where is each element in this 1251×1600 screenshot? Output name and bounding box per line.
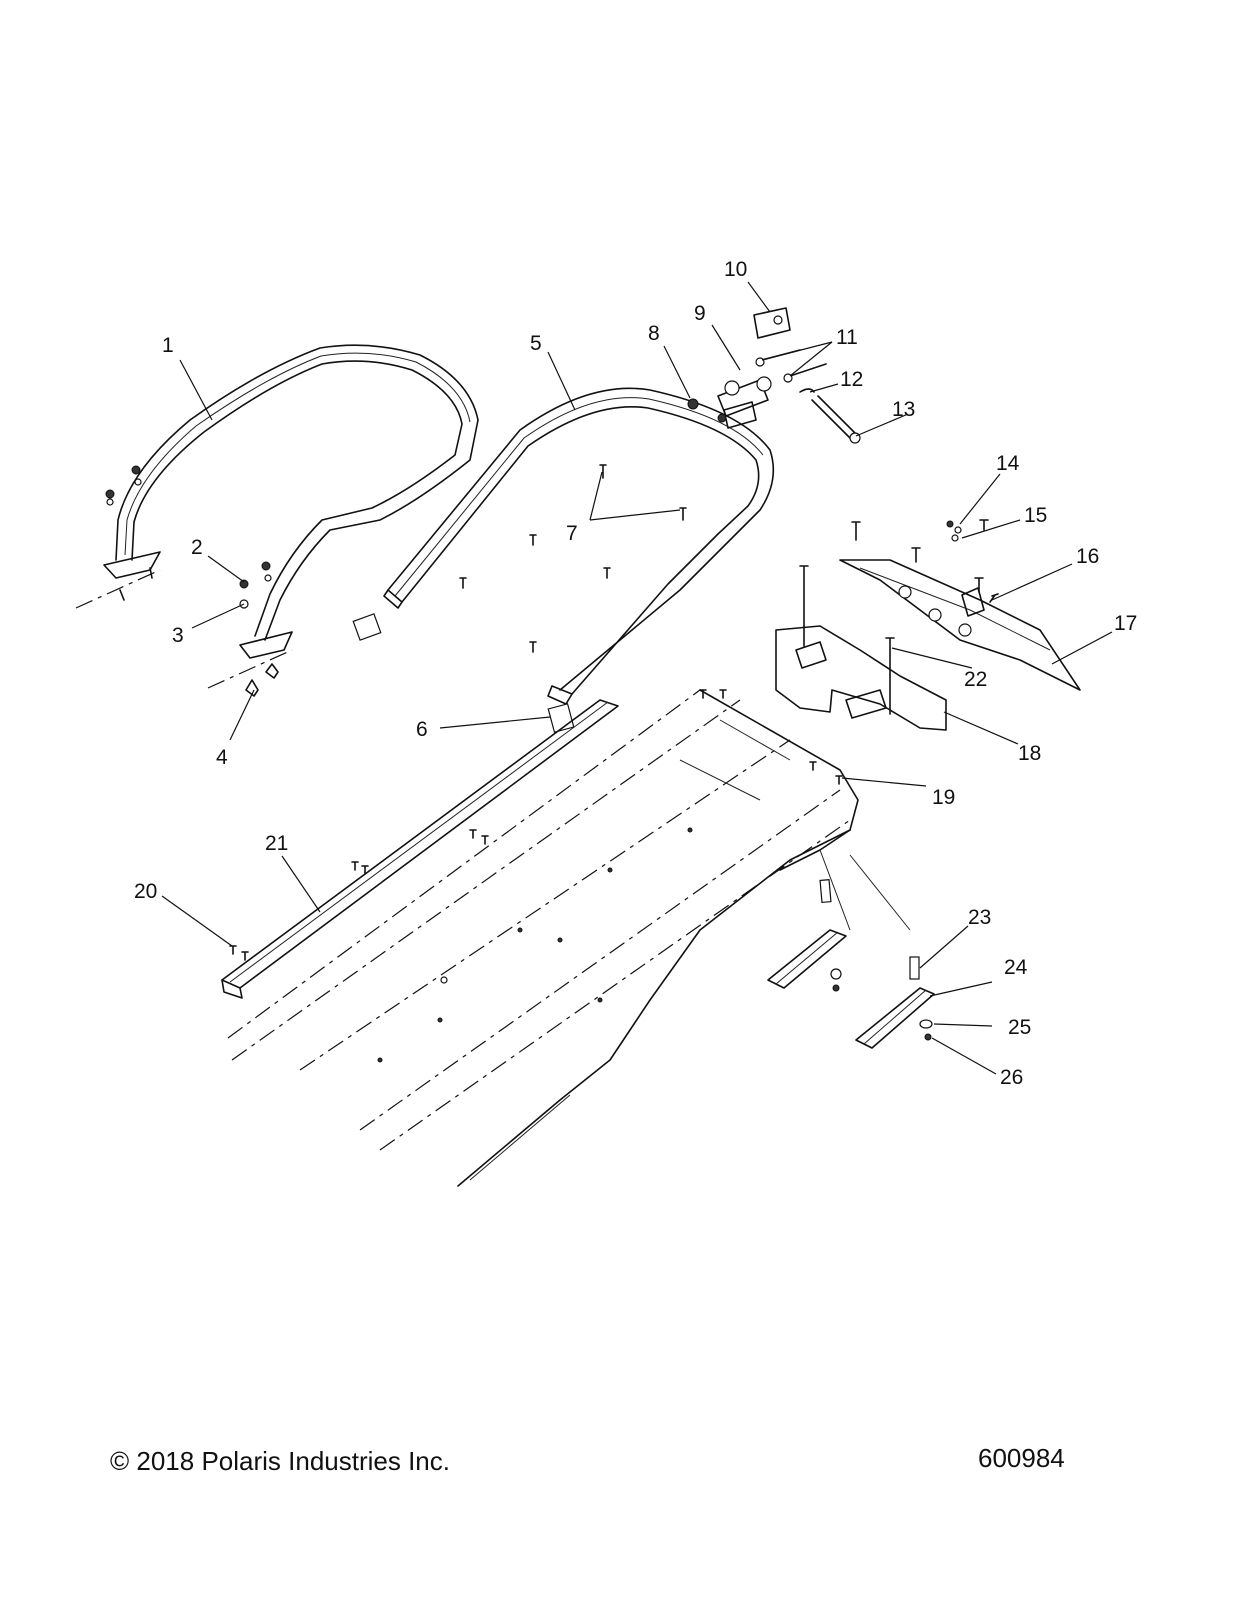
callout-5: 5 — [530, 332, 542, 355]
callout-8: 8 — [648, 322, 660, 345]
copyright-notice: © 2018 Polaris Industries Inc. — [110, 1446, 450, 1476]
callout-17: 17 — [1114, 612, 1137, 635]
callout-14: 14 — [996, 452, 1020, 475]
callout-2: 2 — [191, 536, 203, 559]
callout-9: 9 — [694, 302, 706, 325]
callout-26: 26 — [1000, 1066, 1023, 1089]
callout-10: 10 — [724, 258, 747, 281]
tunnel-deck — [227, 689, 911, 1187]
side-rail — [221, 699, 619, 999]
callout-19: 19 — [932, 786, 955, 809]
callout-3: 3 — [172, 624, 184, 647]
diagram-number: 600984 — [978, 1443, 1065, 1473]
callout-20: 20 — [134, 880, 157, 903]
callout-24: 24 — [1004, 956, 1028, 979]
runner-right — [855, 956, 935, 1049]
callout-23: 23 — [968, 906, 991, 929]
callout-6: 6 — [416, 718, 428, 741]
alignment-lines — [75, 569, 293, 689]
callout-labels: 1 2 3 4 5 6 7 8 9 10 11 12 13 14 15 16 1… — [134, 258, 1137, 1089]
callout-7: 7 — [566, 522, 578, 545]
callout-18: 18 — [1018, 742, 1041, 765]
callout-21: 21 — [265, 832, 288, 855]
callout-22: 22 — [964, 668, 987, 691]
leader-lines — [161, 281, 1113, 1075]
callout-4: 4 — [216, 746, 228, 769]
callout-25: 25 — [1008, 1016, 1031, 1039]
callout-1: 1 — [162, 334, 174, 357]
bumper-grommet — [352, 613, 382, 641]
upper-crossbar — [839, 519, 1081, 691]
runner-left — [767, 879, 847, 992]
grab-bar-left — [103, 344, 479, 659]
callout-12: 12 — [840, 368, 863, 391]
rear-bracket — [775, 565, 947, 731]
small-fasteners — [105, 464, 843, 961]
grab-bar-front — [383, 387, 775, 705]
callout-11: 11 — [836, 326, 858, 349]
callout-13: 13 — [892, 398, 915, 421]
callout-15: 15 — [1024, 504, 1047, 527]
callout-16: 16 — [1076, 545, 1099, 568]
